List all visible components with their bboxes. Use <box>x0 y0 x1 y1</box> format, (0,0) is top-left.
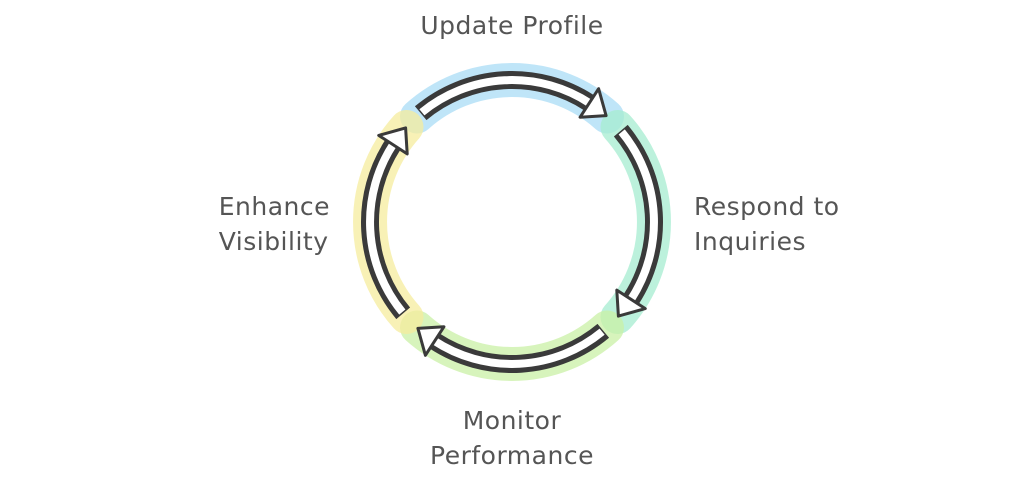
arrow-head <box>377 126 409 156</box>
stage-label-line: Monitor <box>462 406 562 435</box>
arrow-head <box>416 325 446 357</box>
stage-label-line: Respond to <box>694 192 840 221</box>
arrow-shaft-core <box>431 328 605 368</box>
highlight-layer <box>353 63 671 381</box>
cycle-arrow-update-profile <box>414 71 608 121</box>
cycle-arrow-respond-to-inquiries <box>613 124 663 318</box>
stage-label-update-profile: Update Profile <box>420 8 603 43</box>
stage-label-line: Performance <box>430 441 594 470</box>
stage-label-line: Inquiries <box>694 227 807 256</box>
arrow-layer <box>361 71 663 373</box>
arrow-head <box>578 87 608 119</box>
cycle-arrow-monitor-performance <box>416 323 610 373</box>
cycle-arrow-enhance-visibility <box>361 126 411 320</box>
stage-label-monitor-performance: Monitor Performance <box>430 403 594 473</box>
arrow-shaft-core <box>366 141 406 315</box>
arrow-shaft-core <box>618 129 658 303</box>
stage-label-line: Visibility <box>218 227 329 256</box>
stage-label-line: Enhance <box>218 192 330 221</box>
stage-label-enhance-visibility: Enhance Visibility <box>219 189 330 259</box>
arrow-shaft-core <box>419 76 593 116</box>
arrow-head <box>615 288 647 318</box>
stage-label-line: Update Profile <box>420 11 604 40</box>
stage-label-respond-to-inquiries: Respond to Inquiries <box>694 189 840 259</box>
